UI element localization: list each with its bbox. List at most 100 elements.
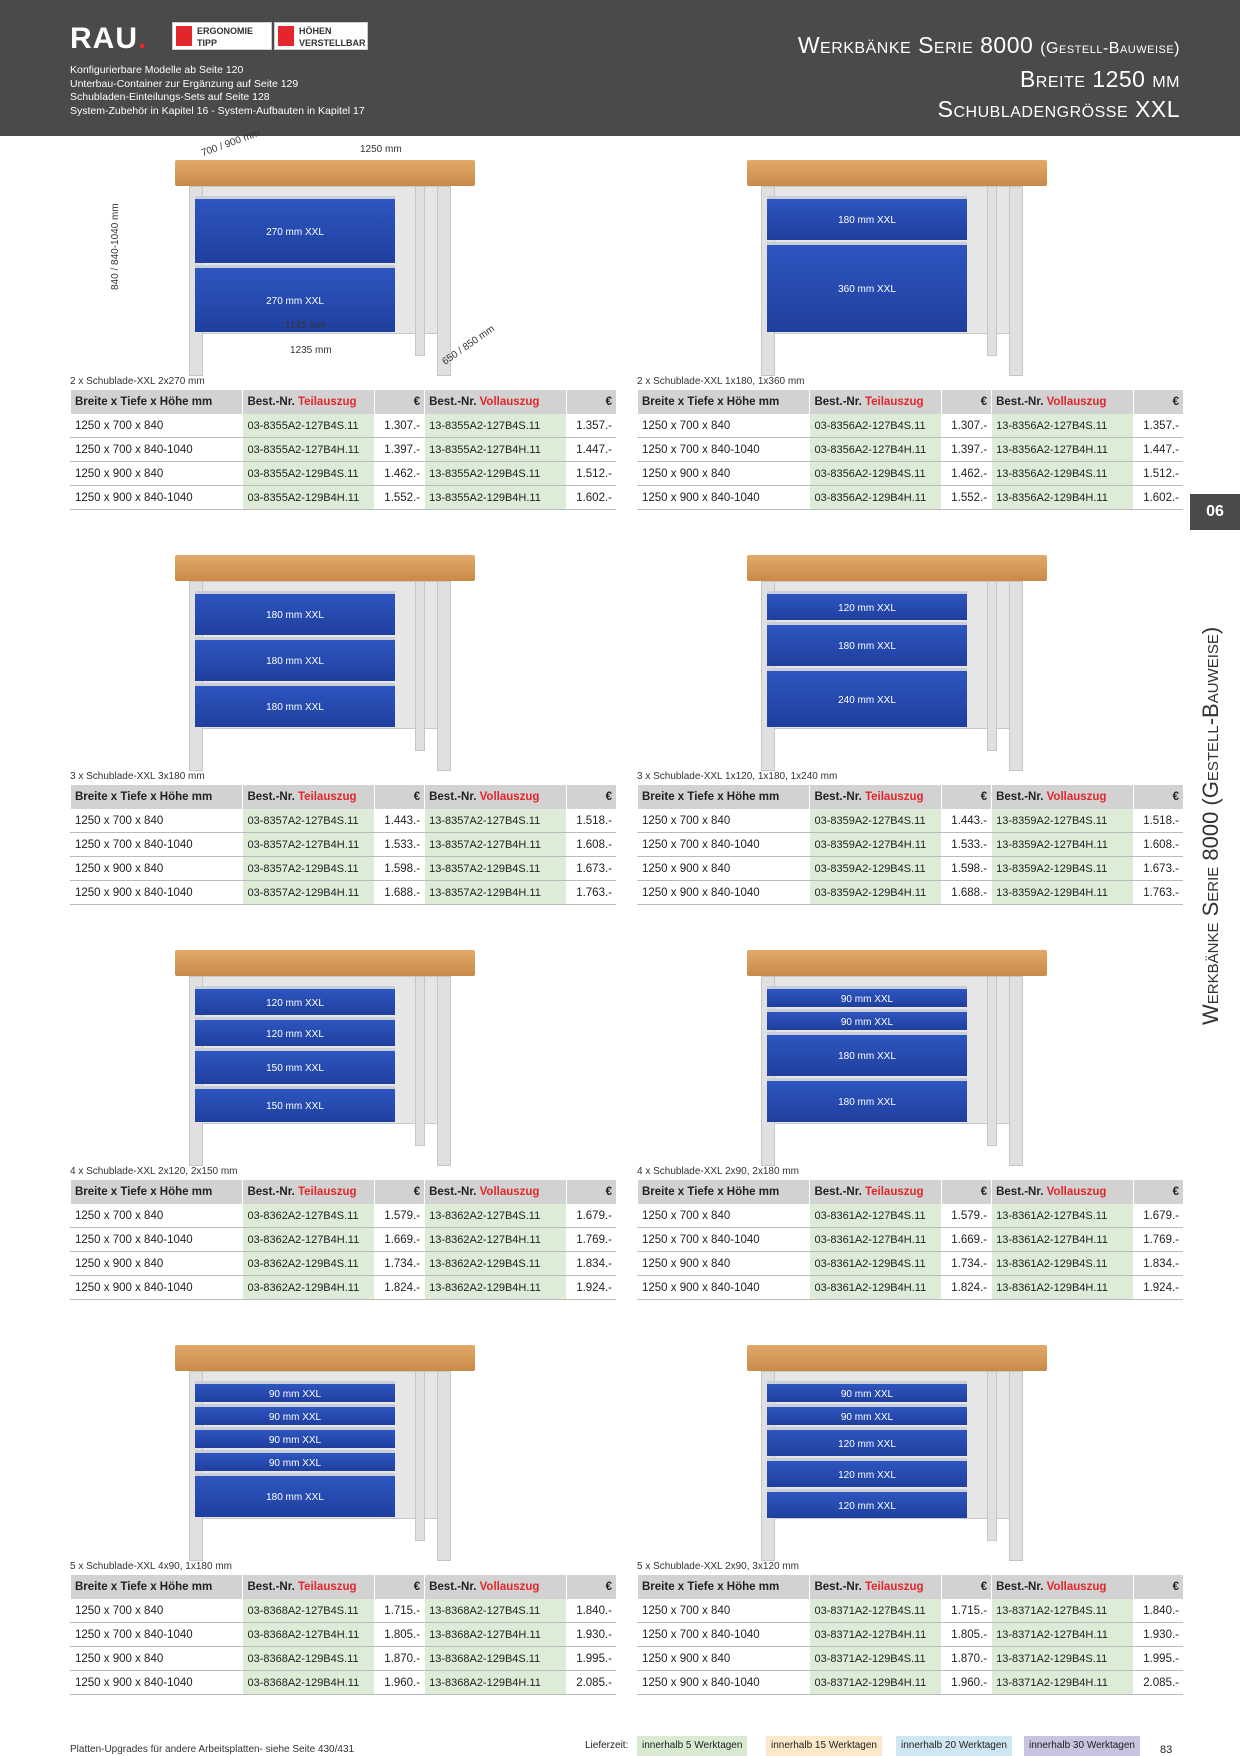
price-voll: 1.518.- — [1132, 809, 1183, 833]
order-number-voll: 13-8357A2-127B4H.11 — [424, 832, 567, 857]
link-konfigurierbar[interactable]: Konfigurierbare Modelle ab Seite 120 — [70, 64, 244, 76]
dimension-label: 1250 mm — [360, 144, 402, 155]
leg — [415, 581, 425, 751]
drawer: 360 mm XXL — [767, 242, 967, 332]
col-size: Breite x Tiefe x Höhe mm — [69, 785, 243, 809]
price-teil: 1.734.- — [941, 1251, 992, 1276]
price-teil: 1.533.- — [374, 832, 425, 857]
drawer: 90 mm XXL — [195, 1450, 395, 1471]
size-cell: 1250 x 700 x 840-1040 — [636, 1622, 810, 1647]
col-currency: € — [374, 390, 425, 414]
link-unterbau[interactable]: Unterbau-Container zur Ergänzung auf Sei… — [70, 77, 299, 90]
drawer: 150 mm XXL — [195, 1086, 395, 1122]
order-number-teil: 03-8361A2-127B4H.11 — [809, 1227, 942, 1252]
dimension-label: 1235 mm — [290, 345, 332, 356]
price-teil: 1.397.- — [374, 437, 425, 462]
price-voll: 1.924.- — [1132, 1275, 1183, 1300]
order-number-voll: 13-8356A2-129B4S.11 — [991, 461, 1134, 486]
order-number-voll: 13-8368A2-129B4H.11 — [424, 1670, 567, 1695]
leg — [987, 186, 997, 356]
col-currency: € — [941, 1575, 992, 1599]
col-voll: Best.-Nr. Vollauszug — [991, 1180, 1134, 1204]
col-voll: Best.-Nr. Vollauszug — [991, 785, 1134, 809]
order-number-voll: 13-8362A2-129B4H.11 — [424, 1275, 567, 1300]
leg — [415, 1371, 425, 1541]
col-teil: Best.-Nr. Teilauszug — [809, 785, 942, 809]
order-number-voll: 13-8359A2-127B4S.11 — [991, 809, 1134, 833]
drawer: 120 mm XXL — [195, 986, 395, 1015]
price-voll: 1.840.- — [1132, 1599, 1183, 1623]
leg — [437, 186, 451, 376]
drawer: 180 mm XXL — [195, 637, 395, 681]
col-size: Breite x Tiefe x Höhe mm — [69, 1575, 243, 1599]
order-number-teil: 03-8357A2-127B4H.11 — [242, 832, 375, 857]
order-number-teil: 03-8355A2-127B4S.11 — [242, 414, 375, 438]
size-cell: 1250 x 900 x 840-1040 — [69, 1670, 243, 1695]
product-caption: 4 x Schublade-XXL 2x120, 2x150 mm — [70, 1166, 238, 1177]
price-voll: 1.679.- — [1132, 1204, 1183, 1228]
price-teil: 1.805.- — [941, 1622, 992, 1647]
page-header: RAU. ERGONOMIE TIPP HÖHEN VERSTELLBAR Ko… — [0, 0, 1240, 136]
price-voll: 1.673.- — [1132, 856, 1183, 881]
size-cell: 1250 x 700 x 840-1040 — [636, 437, 810, 462]
drawer: 180 mm XXL — [767, 1078, 967, 1122]
price-teil: 1.715.- — [941, 1599, 992, 1623]
size-cell: 1250 x 900 x 840-1040 — [636, 485, 810, 510]
price-voll: 1.512.- — [565, 461, 616, 486]
order-number-teil: 03-8368A2-127B4H.11 — [242, 1622, 375, 1647]
drawer: 120 mm XXL — [767, 1427, 967, 1456]
link-system-zubehoer[interactable]: System-Zubehör in Kapitel 16 - System-Au… — [70, 104, 365, 117]
price-teil: 1.824.- — [374, 1275, 425, 1300]
order-number-teil: 03-8361A2-127B4S.11 — [809, 1204, 942, 1228]
page-title: Werkbänke Serie 8000 (Gestell-Bauweise) … — [797, 32, 1180, 122]
drawer: 240 mm XXL — [767, 668, 967, 727]
price-voll: 1.834.- — [565, 1251, 616, 1276]
order-number-teil: 03-8362A2-129B4S.11 — [242, 1251, 375, 1276]
price-voll: 1.763.- — [565, 880, 616, 905]
col-teil: Best.-Nr. Teilauszug — [809, 1180, 942, 1204]
order-number-teil: 03-8368A2-129B4H.11 — [242, 1670, 375, 1695]
col-teil: Best.-Nr. Teilauszug — [242, 1575, 375, 1599]
col-currency: € — [565, 390, 616, 414]
size-cell: 1250 x 700 x 840-1040 — [69, 1622, 243, 1647]
drawer: 180 mm XXL — [767, 622, 967, 666]
link-schubladen-sets[interactable]: Schubladen-Einteilungs-Sets auf Seite 12… — [70, 91, 270, 103]
order-number-teil: 03-8356A2-129B4S.11 — [809, 461, 942, 486]
price-voll: 1.602.- — [1132, 485, 1183, 510]
chapter-label: Werkbänke Serie 8000 (Gestell-Bauweise) — [1198, 626, 1223, 1025]
footer-note: Platten-Upgrades für andere Arbeitsplatt… — [70, 1744, 355, 1755]
drawer: 270 mm XXL — [195, 265, 395, 332]
price-teil: 1.552.- — [941, 485, 992, 510]
col-currency: € — [941, 785, 992, 809]
price-teil: 1.715.- — [374, 1599, 425, 1623]
order-number-teil: 03-8357A2-129B4S.11 — [242, 856, 375, 881]
drawer: 120 mm XXL — [767, 591, 967, 620]
size-cell: 1250 x 700 x 840-1040 — [69, 1227, 243, 1252]
order-number-teil: 03-8355A2-127B4H.11 — [242, 437, 375, 462]
order-number-voll: 13-8357A2-127B4S.11 — [424, 809, 567, 833]
rau-logo: RAU. — [70, 22, 148, 55]
delivery-legend-item: innerhalb 15 Werktagen — [766, 1736, 882, 1756]
worktop — [175, 160, 475, 186]
size-cell: 1250 x 900 x 840-1040 — [69, 485, 243, 510]
order-number-voll: 13-8361A2-127B4H.11 — [991, 1227, 1134, 1252]
order-number-voll: 13-8356A2-127B4S.11 — [991, 414, 1134, 438]
